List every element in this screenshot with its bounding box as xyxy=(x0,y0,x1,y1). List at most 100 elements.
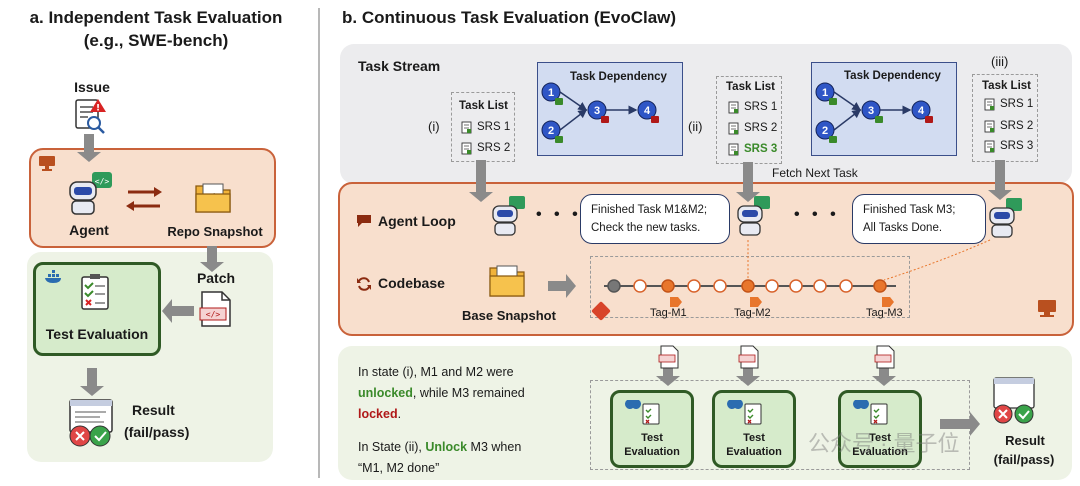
agent-loop-label: Agent Loop xyxy=(378,213,456,229)
dep-node-label: 3 xyxy=(868,105,874,117)
dep-node xyxy=(911,100,931,120)
dep-node-label: 4 xyxy=(918,105,925,117)
task-list-i-item-1: SRS 1 xyxy=(477,121,511,133)
arrow-list-iii-to-agent xyxy=(988,160,1012,200)
agent-panel xyxy=(29,148,276,248)
task-list-ii-item-2: SRS 2 xyxy=(744,122,778,134)
state-text-locked: locked xyxy=(358,407,398,421)
srs-doc-icon xyxy=(984,140,995,153)
commit-node xyxy=(873,279,887,293)
commit-node xyxy=(661,279,675,293)
test-eval-3-line2: Evaluation xyxy=(852,446,908,458)
task-list-iii-item-3: SRS 3 xyxy=(1000,140,1034,152)
arrow-repo-to-patch xyxy=(200,246,224,272)
left-title-line1: a. Independent Task Evaluation xyxy=(29,8,283,27)
commit-node xyxy=(607,279,621,293)
repo-folder-icon: </> xyxy=(194,180,232,214)
task-list-ii-title: Task List xyxy=(726,81,775,93)
arrow-list-ii-to-agent xyxy=(736,162,760,202)
commit-node xyxy=(839,279,853,293)
result-label-left: Result xyxy=(132,402,175,418)
test-eval-2-line1: Test xyxy=(743,432,765,444)
commit-node xyxy=(687,279,701,293)
arrow-test-to-result xyxy=(80,368,104,396)
lock-icon xyxy=(555,136,563,143)
task-stream-label: Task Stream xyxy=(358,58,441,74)
lock-icon xyxy=(875,116,883,123)
dep-node xyxy=(861,100,881,120)
lock-icon xyxy=(555,98,563,105)
commit-node xyxy=(789,279,803,293)
task-list-iii-item-1: SRS 1 xyxy=(1000,98,1034,110)
agent-message-2-line2: All Tasks Done. xyxy=(863,222,943,234)
agent-message-1-line2: Check the new tasks. xyxy=(591,222,701,234)
svg-text:</>: </> xyxy=(206,310,221,319)
task-list-iii-item-2: SRS 2 xyxy=(1000,120,1034,132)
tag-icon xyxy=(750,297,762,307)
test-eval-box-3 xyxy=(838,390,922,468)
left-title-line2: (e.g., SWE-bench) xyxy=(83,31,229,50)
srs-doc-icon xyxy=(984,98,995,111)
commit-node xyxy=(633,279,647,293)
task-list-i-item-2: SRS 2 xyxy=(477,142,511,154)
dep-node-label: 2 xyxy=(548,125,554,137)
state-text-2d: “M1, M2 done” xyxy=(358,461,440,475)
dep-node-label: 3 xyxy=(594,105,600,117)
arrow-patch-to-test xyxy=(162,299,194,323)
arrow-base-to-codebase xyxy=(548,274,576,298)
svg-text:!: ! xyxy=(96,104,100,114)
dep-node-label: 4 xyxy=(644,105,651,117)
dots-1: • • • xyxy=(536,206,582,223)
watermark: 公众号 · 量子位 xyxy=(808,431,960,456)
dep-node-label: 2 xyxy=(822,125,828,137)
patch-file-icon: </> xyxy=(198,290,234,328)
srs-doc-icon xyxy=(728,122,739,135)
swap-arrows-icon xyxy=(124,184,164,214)
link-robot3-tag xyxy=(883,239,991,281)
monitor-icon-right xyxy=(1038,300,1056,317)
srs-doc-icon xyxy=(461,142,472,155)
lock-icon xyxy=(829,136,837,143)
agent-message-1: Finished Task M1&M2; Check the new tasks… xyxy=(580,194,730,244)
test-eval-1-line1: Test xyxy=(641,432,663,444)
test-eval-2-line2: Evaluation xyxy=(726,446,782,458)
patch-icon-m2 xyxy=(738,345,759,369)
dep-node xyxy=(815,82,835,102)
dep-edge xyxy=(833,91,862,111)
test-eval-3-line1: Test xyxy=(869,432,891,444)
dep-edge xyxy=(833,109,862,131)
test-eval-icon-2 xyxy=(727,400,762,425)
arrow-issue-to-agent xyxy=(77,134,101,162)
test-evaluation-label: Test Evaluation xyxy=(45,326,149,342)
state-text-1e: . xyxy=(397,407,402,421)
arrow-list-i-to-agent xyxy=(469,160,493,202)
svg-text:</>: </> xyxy=(95,177,110,186)
agent-robot-2 xyxy=(737,196,770,236)
agent-message-2: Finished Task M3; All Tasks Done. xyxy=(852,194,986,244)
agent-message-2-line1: Finished Task M3; xyxy=(863,204,956,216)
state-text-unlock: Unlock xyxy=(425,440,468,454)
tag-icon xyxy=(670,297,682,307)
issue-icon: ! xyxy=(74,98,108,134)
task-list-i-title: Task List xyxy=(459,100,508,112)
agent-message-1-line1: Finished Task M1&M2; xyxy=(591,204,708,216)
arrow-to-result xyxy=(940,412,980,436)
base-snapshot-label: Base Snapshot xyxy=(462,308,556,323)
tag-m3-label: Tag-M3 xyxy=(866,307,903,319)
base-snapshot-folder-icon xyxy=(489,265,525,297)
issue-label: Issue xyxy=(74,79,110,95)
dep-node-label: 1 xyxy=(822,87,828,99)
commit-node xyxy=(741,279,755,293)
result-sub-left: (fail/pass) xyxy=(124,424,190,440)
lock-icon xyxy=(925,116,933,123)
patch-label: Patch xyxy=(196,270,236,286)
refresh-icon xyxy=(356,276,372,292)
commit-node xyxy=(813,279,827,293)
test-eval-box-1 xyxy=(610,390,694,468)
git-icon xyxy=(591,301,611,321)
marker-iii: (iii) xyxy=(991,54,1009,69)
test-eval-box-2 xyxy=(712,390,796,468)
test-eval-icon-1 xyxy=(625,400,660,425)
